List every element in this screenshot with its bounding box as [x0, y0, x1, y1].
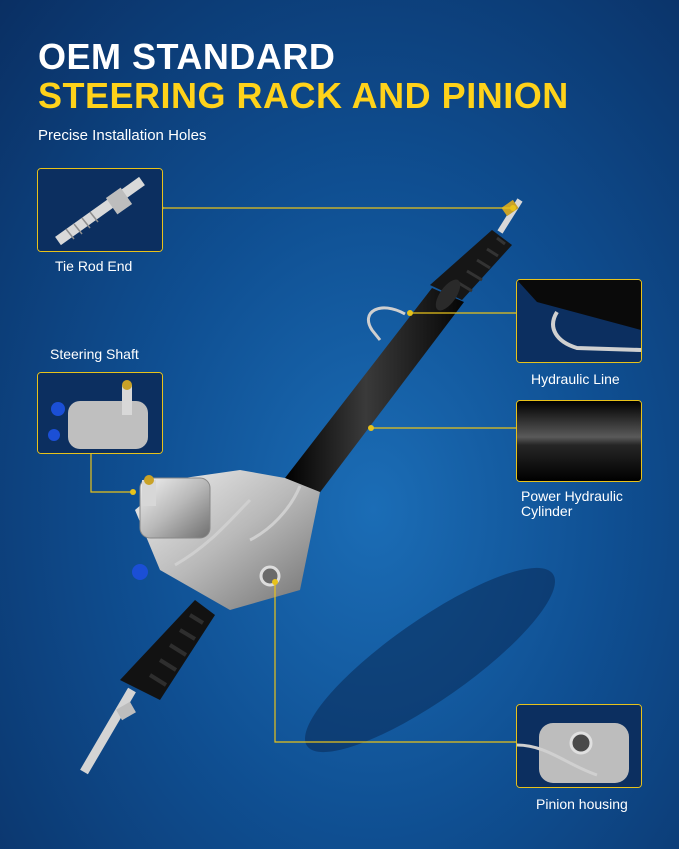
leader-pinion-housing	[274, 582, 516, 743]
steering-shaft-label: Steering Shaft	[50, 346, 139, 362]
power-cylinder-inset	[516, 400, 642, 482]
steering-shaft-stub	[142, 475, 156, 506]
subtitle: Precise Installation Holes	[38, 127, 207, 144]
tie-rod-end-image	[38, 169, 162, 251]
power-hydraulic-cylinder-tube	[285, 279, 464, 495]
hydraulic-line-image	[517, 280, 641, 362]
headline-line-2: STEERING RACK AND PINION	[38, 75, 569, 116]
lower-tie-rod	[80, 687, 136, 775]
power-cylinder-image	[517, 401, 641, 481]
steering-shaft-image	[38, 373, 162, 453]
hydraulic-line-label: Hydraulic Line	[531, 371, 620, 387]
shadow	[305, 567, 555, 753]
upper-tie-rod	[497, 198, 523, 234]
pinion-housing-inset	[516, 704, 642, 788]
power-cylinder-label-2: Cylinder	[521, 503, 573, 519]
leader-steering-shaft	[90, 452, 133, 493]
steering-shaft-inset	[37, 372, 163, 454]
pinion-housing-body	[132, 470, 320, 610]
tie-rod-end-label: Tie Rod End	[55, 258, 133, 274]
leader-lines	[90, 207, 516, 743]
pinion-housing-label: Pinion housing	[536, 796, 628, 812]
tie-rod-end-inset	[37, 168, 163, 252]
lower-bellows-boot	[120, 600, 215, 700]
hydraulic-line-inset	[516, 279, 642, 363]
power-cylinder-label-1: Power Hydraulic	[521, 488, 623, 504]
headline: OEM STANDARD STEERING RACK AND PINION	[38, 38, 569, 116]
headline-line-1: OEM STANDARD	[38, 36, 336, 77]
pinion-housing-image	[517, 705, 641, 787]
hydraulic-line-pipe	[366, 306, 406, 341]
